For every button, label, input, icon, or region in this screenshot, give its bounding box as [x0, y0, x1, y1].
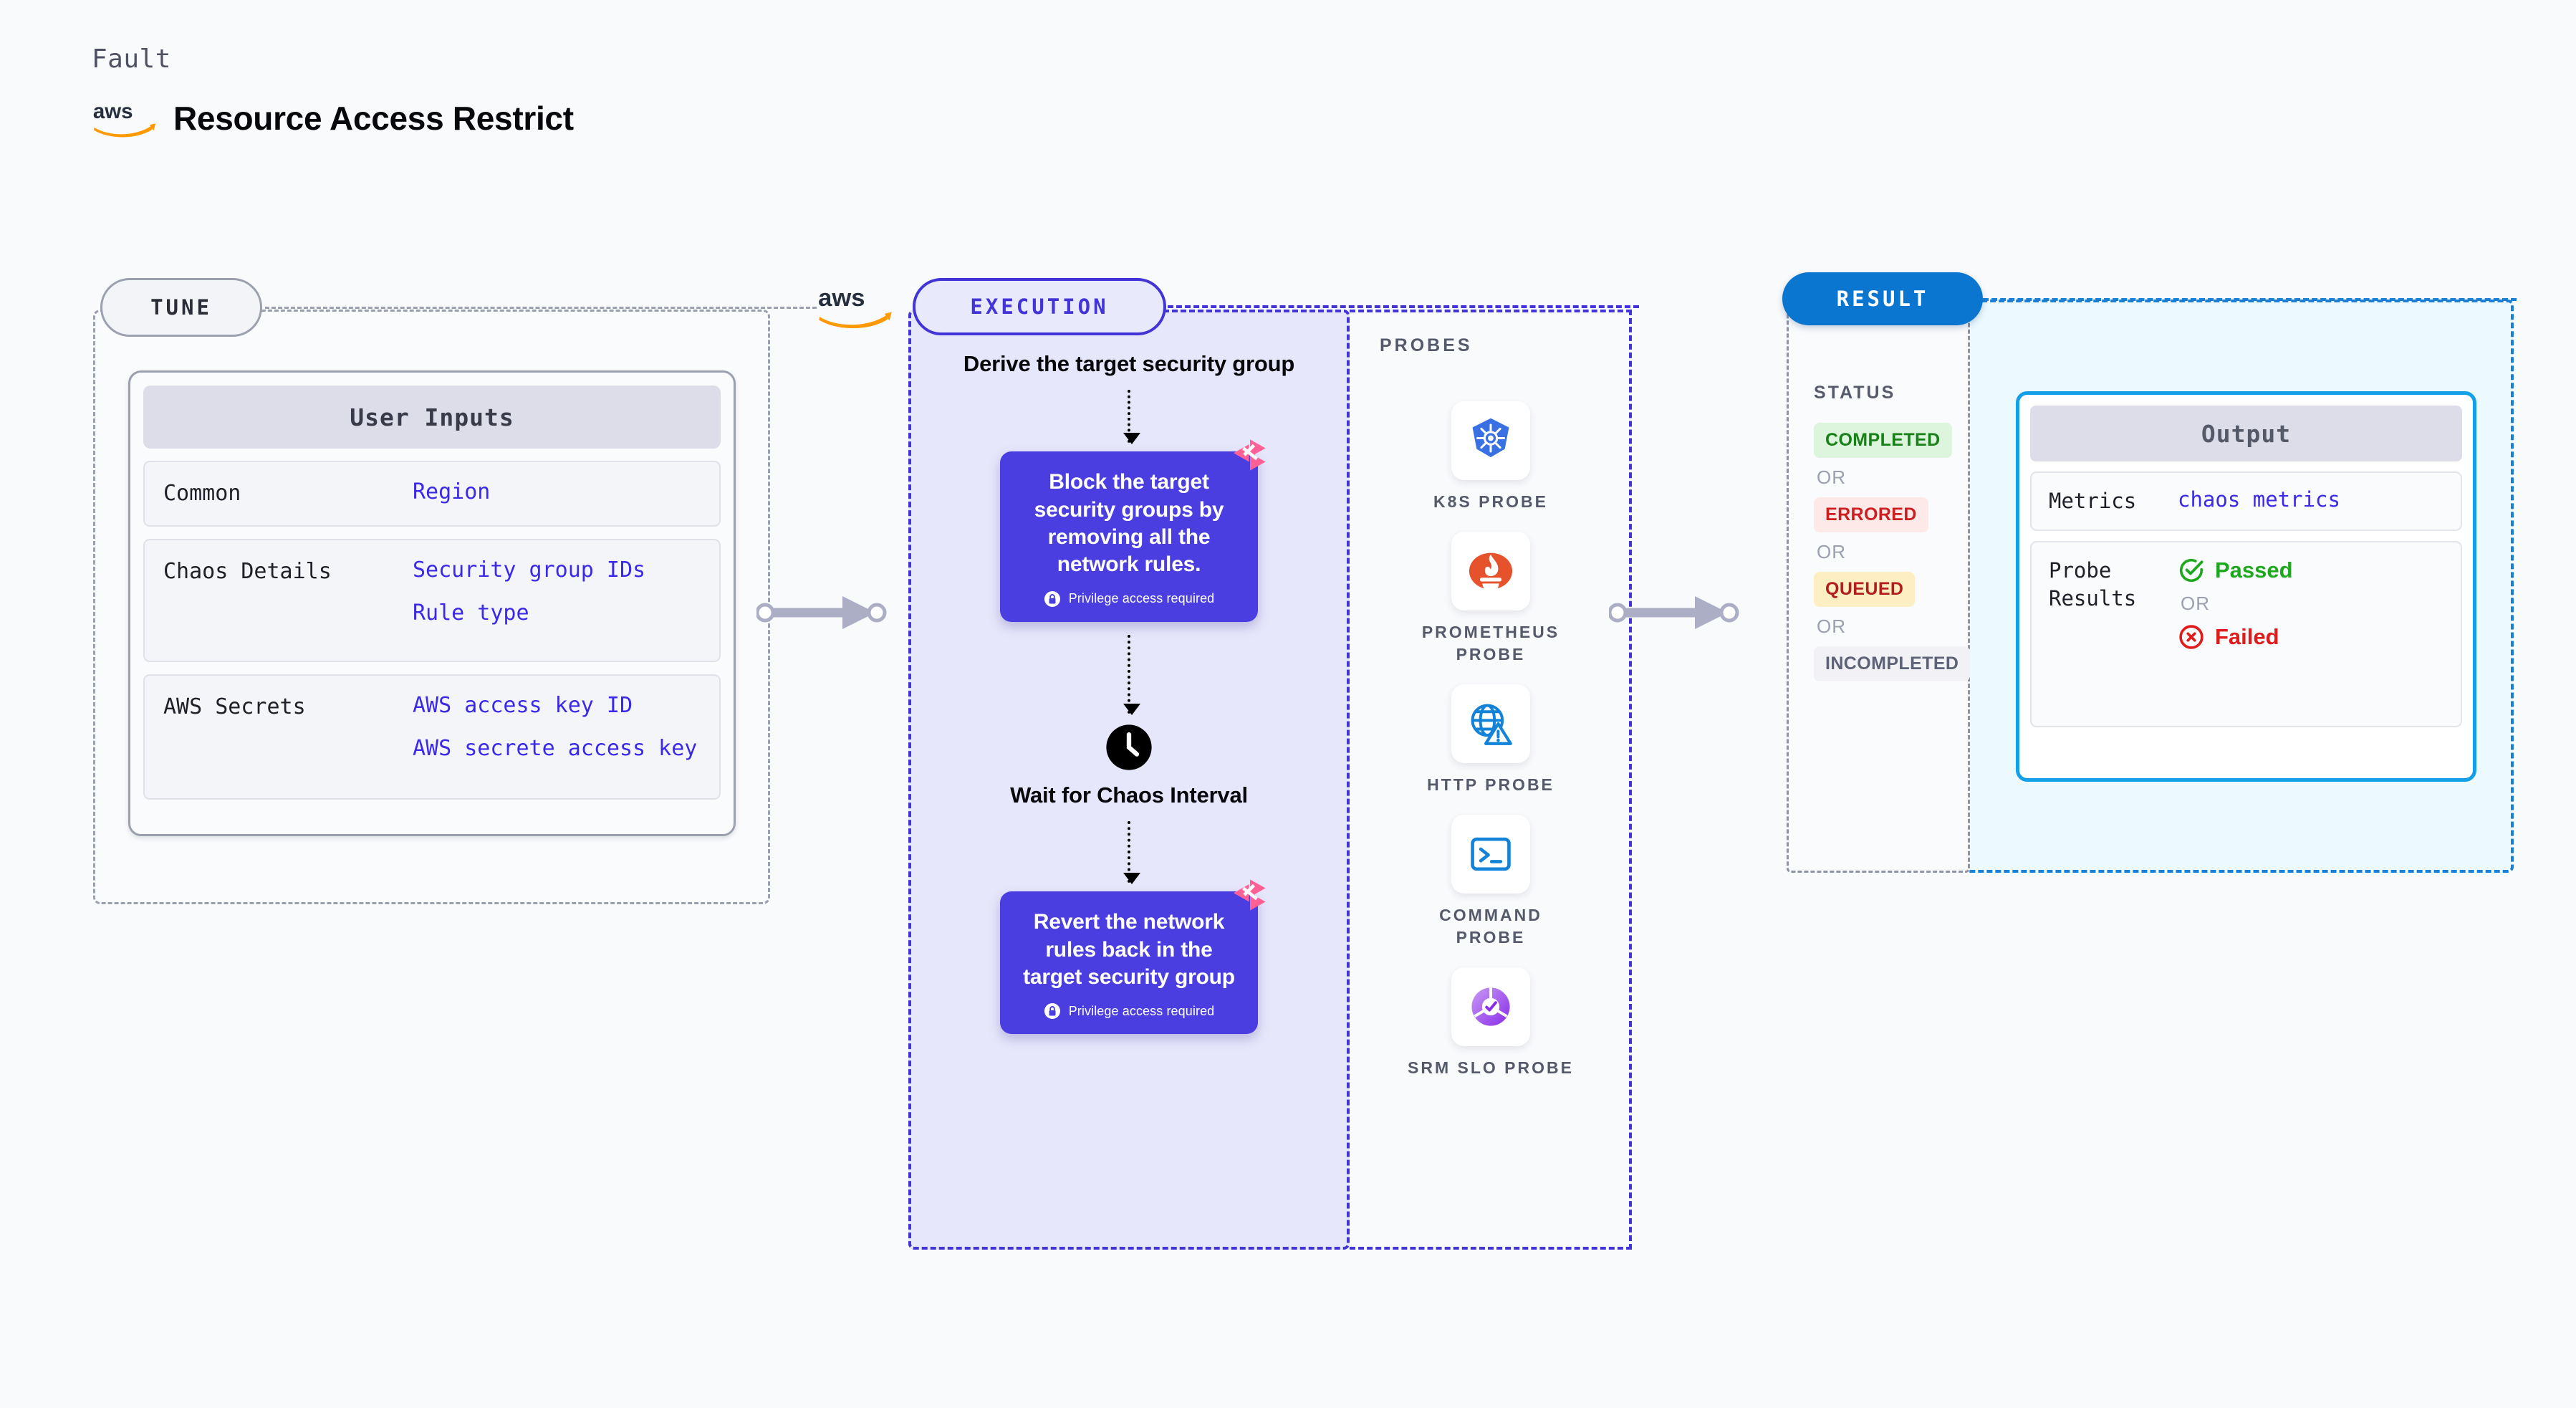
tune-panel: aws TUNE User Inputs Common Region Chaos…: [93, 278, 892, 904]
probe-tile: [1451, 815, 1530, 894]
connector-tune-to-execution: [756, 596, 887, 629]
probe-label: PROMETHEUS PROBE: [1421, 623, 1560, 664]
probe-result-failed: Failed: [2178, 623, 2293, 651]
action-card-text: Block the target security groups by remo…: [1034, 470, 1224, 577]
probe-tile: [1451, 967, 1530, 1047]
user-inputs-title: User Inputs: [143, 385, 721, 449]
action-card-revert[interactable]: Revert the network rules back in the tar…: [1000, 879, 1266, 1035]
result-dashed-connector: [1983, 298, 2517, 301]
input-value[interactable]: Security group IDs: [413, 557, 646, 583]
flow-arrow: [1123, 821, 1140, 885]
status-list: COMPLETED OR ERRORED OR QUEUED OR INCOMP…: [1814, 423, 1971, 681]
probe-list: K8S PROBE PROMETHEUS PROBE: [1350, 371, 1632, 1079]
execution-badge[interactable]: EXECUTION: [913, 278, 1166, 335]
flow-arrow: [1123, 390, 1140, 445]
prometheus-icon: [1469, 552, 1513, 592]
probes-label: PROBES: [1380, 335, 1473, 355]
output-row-key: Probe Results: [2049, 558, 2137, 611]
result-badge[interactable]: RESULT: [1782, 272, 1983, 325]
or-separator: OR: [1817, 466, 1846, 488]
check-circle-icon: [2179, 559, 2203, 583]
wait-step-label: Wait for Chaos Interval: [1010, 782, 1248, 808]
aws-logo-icon: aws: [818, 284, 892, 329]
svg-text:aws: aws: [818, 284, 865, 312]
or-separator: OR: [2181, 593, 2210, 615]
output-metrics-value[interactable]: chaos metrics: [2178, 487, 2340, 512]
execution-panel: EXECUTION PROBES Derive the target secur…: [908, 278, 1639, 1250]
harness-logo-icon: [1234, 439, 1266, 471]
probe-label: SRM SLO PROBE: [1408, 1058, 1574, 1078]
probe-result-passed: Passed: [2178, 557, 2293, 584]
tune-dashed-connector: [265, 307, 817, 309]
action-card-block[interactable]: Block the target security groups by remo…: [1000, 439, 1266, 622]
probe-label: HTTP PROBE: [1427, 775, 1554, 795]
probe-item-http[interactable]: HTTP PROBE: [1405, 684, 1577, 796]
input-row-key: Chaos Details: [163, 559, 332, 584]
input-value[interactable]: Rule type: [413, 600, 529, 626]
status-badge-queued: QUEUED: [1814, 572, 1916, 607]
lock-icon: [1044, 1003, 1060, 1020]
action-card-text: Revert the network rules back in the tar…: [1023, 910, 1235, 989]
privilege-note: Privilege access required: [1044, 590, 1215, 608]
input-value[interactable]: AWS access key ID: [413, 693, 633, 718]
input-row-aws-secrets: AWS Secrets AWS access key ID AWS secret…: [143, 674, 721, 800]
or-separator: OR: [1817, 616, 1846, 637]
probe-item-command[interactable]: COMMAND PROBE: [1405, 815, 1577, 949]
input-row-common: Common Region: [143, 461, 721, 527]
probe-label: K8S PROBE: [1433, 492, 1548, 511]
title-row: aws Resource Access Restrict: [92, 98, 574, 138]
output-card: Output Metrics chaos metrics Probe Resul…: [2016, 391, 2476, 782]
failed-label: Failed: [2215, 624, 2279, 650]
clock-icon: [1106, 724, 1152, 770]
user-inputs-card: User Inputs Common Region Chaos Details …: [128, 370, 736, 836]
input-value[interactable]: Region: [413, 479, 491, 504]
status-badge-completed: COMPLETED: [1814, 423, 1952, 458]
passed-label: Passed: [2215, 557, 2293, 583]
probe-item-srm-slo[interactable]: SRM SLO PROBE: [1405, 967, 1577, 1079]
derive-step-label: Derive the target security group: [963, 351, 1295, 376]
status-label: STATUS: [1814, 383, 1896, 403]
srm-slo-icon: [1471, 987, 1510, 1026]
probe-item-prometheus[interactable]: PROMETHEUS PROBE: [1405, 532, 1577, 666]
aws-logo-icon: aws: [93, 100, 156, 138]
input-row-key: AWS Secrets: [163, 694, 306, 719]
connector-execution-to-result: [1609, 596, 1739, 629]
fault-kicker: Fault: [92, 44, 171, 74]
output-row-metrics: Metrics chaos metrics: [2030, 471, 2462, 532]
privilege-note-text: Privilege access required: [1068, 591, 1215, 606]
page-title: Resource Access Restrict: [173, 100, 574, 137]
output-title: Output: [2030, 406, 2462, 461]
svg-text:aws: aws: [93, 100, 133, 123]
globe-warning-icon: [1471, 704, 1512, 745]
or-separator: OR: [1817, 541, 1846, 562]
harness-logo-icon: [1234, 879, 1266, 911]
input-row-chaos-details: Chaos Details Security group IDs Rule ty…: [143, 539, 721, 662]
execution-flow: Derive the target security group Block t…: [937, 350, 1321, 1035]
terminal-icon: [1471, 838, 1511, 871]
privilege-note-text: Privilege access required: [1068, 1003, 1215, 1018]
tune-badge[interactable]: TUNE: [100, 278, 262, 337]
page-header: Fault aws Resource Access Restrict: [92, 44, 574, 138]
execution-dashed-connector: [1168, 305, 1639, 308]
result-panel: RESULT STATUS COMPLETED OR ERRORED OR QU…: [1782, 272, 2517, 873]
output-row-probe-results: Probe Results Passed OR Failed: [2030, 541, 2462, 728]
probe-label: COMMAND PROBE: [1439, 906, 1542, 947]
probe-tile: [1451, 532, 1530, 611]
status-badge-incompleted: INCOMPLETED: [1814, 646, 1971, 681]
probe-tile: [1451, 401, 1530, 480]
status-badge-errored: ERRORED: [1814, 497, 1928, 532]
probe-tile: [1451, 684, 1530, 764]
output-row-key: Metrics: [2049, 489, 2137, 513]
input-value[interactable]: AWS secrete access key: [413, 736, 698, 761]
flow-arrow: [1123, 634, 1140, 715]
probe-item-k8s[interactable]: K8S PROBE: [1405, 401, 1577, 513]
input-row-key: Common: [163, 481, 241, 506]
x-circle-icon: [2179, 625, 2203, 649]
kubernetes-icon: [1472, 418, 1509, 458]
privilege-note: Privilege access required: [1044, 1002, 1215, 1020]
lock-icon: [1044, 590, 1060, 607]
